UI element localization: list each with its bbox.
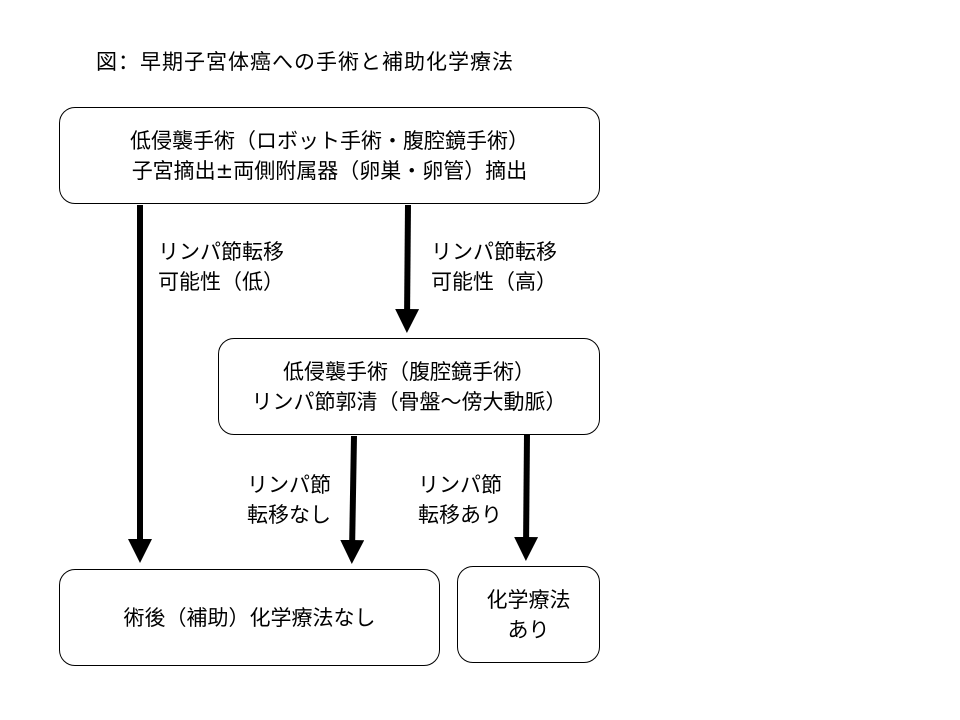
no-metastasis-line2: 転移なし bbox=[247, 503, 331, 527]
initial-surgery-box: 低侵襲手術（ロボット手術・腹腔鏡手術） 子宮摘出±両側附属器（卵巣・卵管）摘出 bbox=[59, 107, 600, 204]
metastasis-line2: 転移あり bbox=[418, 503, 502, 527]
high-risk-line1: リンパ節転移 bbox=[431, 240, 557, 264]
initial-surgery-line1: 低侵襲手術（ロボット手術・腹腔鏡手術） bbox=[130, 128, 529, 153]
chemo-box: 化学療法 あり bbox=[457, 566, 600, 663]
arrow-high-risk bbox=[395, 204, 420, 333]
arrow-metastasis bbox=[514, 433, 539, 561]
arrow-no-metastasis bbox=[340, 435, 365, 564]
no-chemo-line1: 術後（補助）化学療法なし bbox=[123, 605, 376, 630]
chemo-line1: 化学療法 bbox=[486, 587, 571, 612]
low-risk-line1: リンパ節転移 bbox=[158, 240, 284, 264]
lymph-surgery-line1: 低侵襲手術（腹腔鏡手術） bbox=[283, 359, 535, 384]
lymph-surgery-box: 低侵襲手術（腹腔鏡手術） リンパ節郭清（骨盤～傍大動脈） bbox=[218, 338, 600, 435]
high-risk-line2: 可能性（高） bbox=[431, 270, 557, 294]
no-metastasis-label: リンパ節 転移なし bbox=[247, 470, 331, 530]
metastasis-line1: リンパ節 bbox=[418, 473, 502, 497]
low-risk-label: リンパ節転移 可能性（低） bbox=[158, 237, 284, 297]
metastasis-label: リンパ節 転移あり bbox=[418, 470, 502, 530]
initial-surgery-line2: 子宮摘出±両側附属器（卵巣・卵管）摘出 bbox=[131, 158, 528, 183]
diagram-title: 図：早期子宮体癌への手術と補助化学療法 bbox=[96, 50, 514, 74]
no-chemo-box: 術後（補助）化学療法なし bbox=[59, 569, 440, 666]
low-risk-line2: 可能性（低） bbox=[158, 270, 284, 294]
high-risk-label: リンパ節転移 可能性（高） bbox=[431, 237, 557, 297]
no-metastasis-line1: リンパ節 bbox=[247, 473, 331, 497]
lymph-surgery-line2: リンパ節郭清（骨盤～傍大動脈） bbox=[251, 389, 567, 414]
chemo-line2: あり bbox=[507, 617, 550, 642]
